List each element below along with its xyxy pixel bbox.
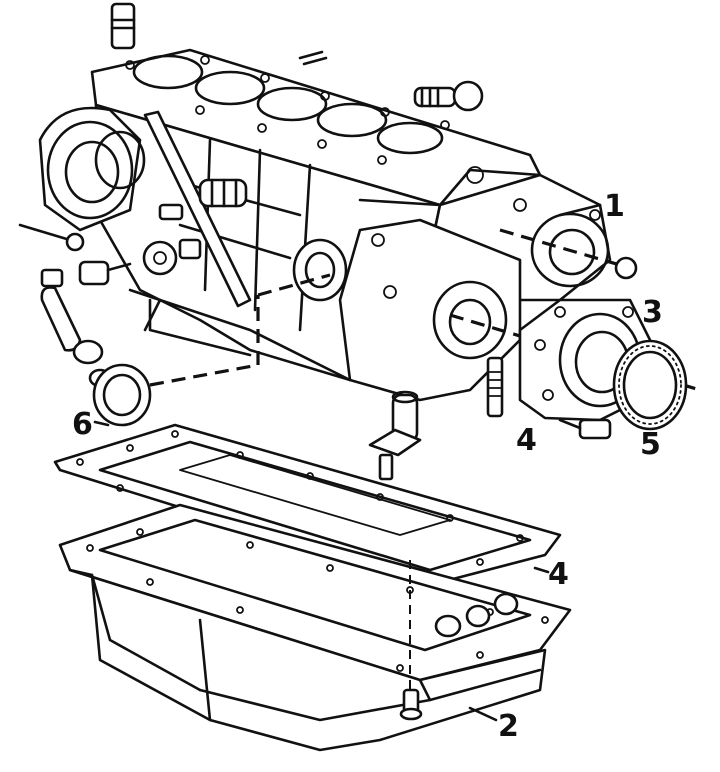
part-5-seal-ring xyxy=(612,339,688,431)
callout-5: 5 xyxy=(640,427,661,462)
housing-bolts xyxy=(486,356,612,440)
callout-2: 2 xyxy=(498,709,519,744)
callout-3: 3 xyxy=(642,295,663,330)
dipstick-tube xyxy=(110,2,252,308)
callout-1: 1 xyxy=(604,189,625,224)
top-plug-parts xyxy=(298,50,484,112)
alignment-lines xyxy=(449,228,701,392)
callout-4-lower: 4 xyxy=(548,557,569,592)
oil-pickup xyxy=(368,390,422,481)
part-2-oil-pan xyxy=(58,503,572,752)
callout-6: 6 xyxy=(72,407,93,442)
middle-small-parts xyxy=(158,178,248,221)
part-6-cover xyxy=(92,273,331,427)
callout-4-upper: 4 xyxy=(516,423,537,458)
callouts: 1 3 4 5 6 4 2 xyxy=(72,189,663,744)
part-4-oil-pan-gasket xyxy=(53,423,562,587)
